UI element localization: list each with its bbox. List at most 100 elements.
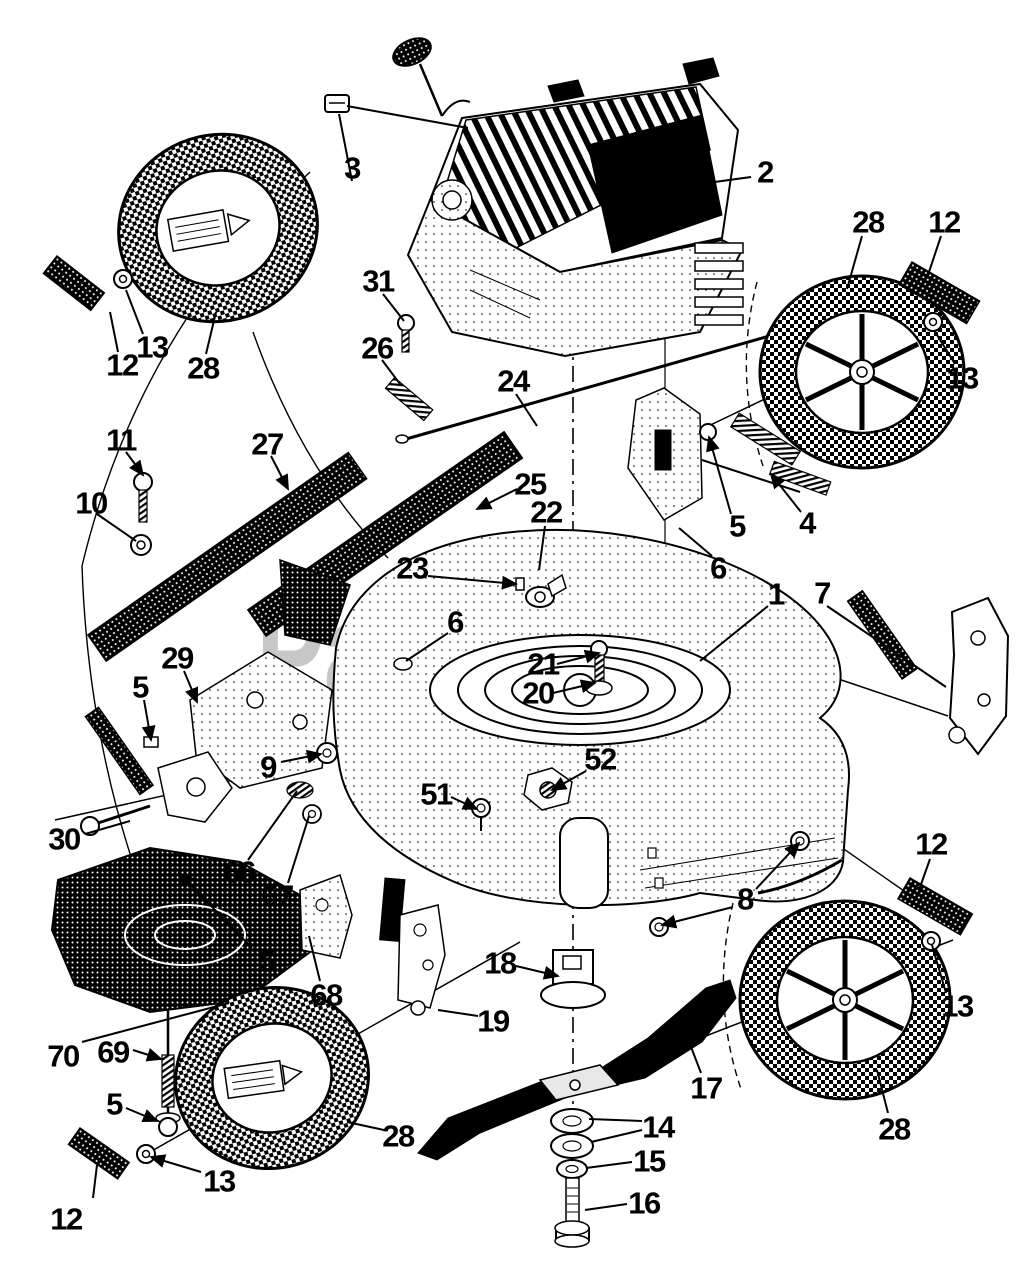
- callout-70[interactable]: 70: [47, 1038, 80, 1074]
- leader-line: [699, 605, 769, 662]
- control-bracket-right: [627, 387, 832, 521]
- callout-9[interactable]: 9: [260, 749, 277, 785]
- nut-front-left: [113, 269, 133, 289]
- callout-6[interactable]: 6: [710, 550, 727, 586]
- callout-28[interactable]: 28: [852, 204, 885, 240]
- callout-5[interactable]: 5: [106, 1086, 123, 1122]
- wheel-rear-left: [174, 985, 370, 1171]
- callout-23[interactable]: 23: [396, 550, 429, 586]
- leader-line: [933, 329, 956, 365]
- leader-line: [346, 105, 469, 129]
- callout-28[interactable]: 28: [187, 350, 220, 386]
- lower-handle-right: [246, 430, 524, 646]
- callout-16[interactable]: 16: [628, 1185, 661, 1221]
- callout-13[interactable]: 13: [136, 329, 169, 365]
- leader-line: [706, 435, 732, 515]
- leader-line: [205, 311, 217, 355]
- callout-28[interactable]: 28: [878, 1111, 911, 1147]
- wheel-rear-right: [738, 899, 952, 1101]
- callout-30[interactable]: 30: [48, 821, 81, 857]
- callout-3[interactable]: 3: [344, 150, 361, 186]
- leader-line: [588, 1118, 643, 1122]
- leader-line: [515, 965, 560, 980]
- callout-51[interactable]: 51: [420, 776, 453, 812]
- callout-15[interactable]: 15: [633, 1143, 666, 1179]
- leader-line: [92, 1164, 98, 1199]
- callout-24[interactable]: 24: [497, 363, 530, 399]
- leader-line: [287, 815, 310, 884]
- nut-rear-right: [921, 931, 941, 951]
- wheel-front-right: [758, 274, 966, 470]
- callout-20[interactable]: 20: [522, 675, 555, 711]
- leader-line: [475, 488, 518, 510]
- leader-line: [149, 1154, 202, 1173]
- front-baffle: [50, 846, 320, 1014]
- leader-line: [755, 841, 801, 890]
- leader-line: [427, 575, 518, 590]
- callout-28[interactable]: 28: [382, 1118, 415, 1154]
- callout-22[interactable]: 22: [530, 494, 563, 530]
- callout-7[interactable]: 7: [814, 575, 831, 611]
- leader-line: [611, 176, 752, 197]
- callout-19[interactable]: 19: [477, 1003, 510, 1039]
- leader-line: [928, 235, 942, 273]
- lower-handle-left: [86, 451, 368, 663]
- callout-12[interactable]: 12: [928, 204, 961, 240]
- leader-line: [247, 790, 298, 861]
- leader-line: [141, 699, 156, 742]
- callout-13[interactable]: 13: [203, 1163, 236, 1199]
- leader-line: [183, 670, 199, 704]
- callout-67[interactable]: 67: [261, 878, 294, 914]
- callout-10[interactable]: 10: [75, 485, 108, 521]
- callout-8[interactable]: 8: [737, 881, 754, 917]
- callout-2[interactable]: 2: [757, 154, 774, 190]
- leader-line: [918, 858, 931, 891]
- blade-adapter: [540, 949, 606, 1009]
- leader-line: [556, 649, 601, 665]
- callout-68[interactable]: 68: [310, 977, 343, 1013]
- leader-line: [590, 1129, 643, 1143]
- callout-18[interactable]: 18: [484, 945, 517, 981]
- callout-11[interactable]: 11: [106, 422, 137, 458]
- callout-27[interactable]: 27: [251, 426, 284, 462]
- leader-line: [125, 451, 145, 477]
- callout-1[interactable]: 1: [768, 576, 785, 612]
- hubcap-rear-right: [896, 876, 974, 936]
- callout-21[interactable]: 21: [527, 646, 560, 682]
- callout-14[interactable]: 14: [642, 1109, 675, 1145]
- leader-line: [552, 679, 597, 694]
- leader-line: [381, 359, 401, 385]
- callout-12[interactable]: 12: [915, 826, 948, 862]
- callout-66[interactable]: 66: [223, 854, 256, 890]
- callout-5[interactable]: 5: [258, 943, 275, 979]
- callout-26[interactable]: 26: [361, 330, 394, 366]
- callout-31[interactable]: 31: [362, 263, 395, 299]
- callout-5[interactable]: 5: [729, 508, 746, 544]
- callout-5[interactable]: 5: [132, 669, 149, 705]
- leader-line: [931, 944, 947, 994]
- oil-cap: [392, 37, 471, 117]
- hubcap-front-left: [42, 254, 106, 312]
- leader-line: [538, 525, 546, 571]
- blade-hardware: [550, 1108, 594, 1248]
- leader-line: [308, 935, 321, 982]
- callout-29[interactable]: 29: [161, 640, 194, 676]
- callout-13[interactable]: 13: [946, 360, 979, 396]
- callout-12[interactable]: 12: [106, 347, 139, 383]
- callout-4[interactable]: 4: [799, 505, 816, 541]
- leader-line: [876, 1069, 889, 1114]
- callout-6[interactable]: 6: [447, 604, 464, 640]
- blade: [417, 979, 737, 1161]
- callout-17[interactable]: 17: [690, 1070, 723, 1106]
- cable-clip: [324, 94, 350, 113]
- muffler: [694, 242, 744, 326]
- leader-line: [125, 289, 144, 335]
- callout-25[interactable]: 25: [514, 466, 547, 502]
- nut-front-right: [923, 312, 943, 332]
- leader-line: [660, 906, 734, 929]
- callout-12[interactable]: 12: [50, 1201, 83, 1237]
- callout-52[interactable]: 52: [584, 741, 617, 777]
- callout-13[interactable]: 13: [941, 988, 974, 1024]
- callout-69[interactable]: 69: [97, 1034, 130, 1070]
